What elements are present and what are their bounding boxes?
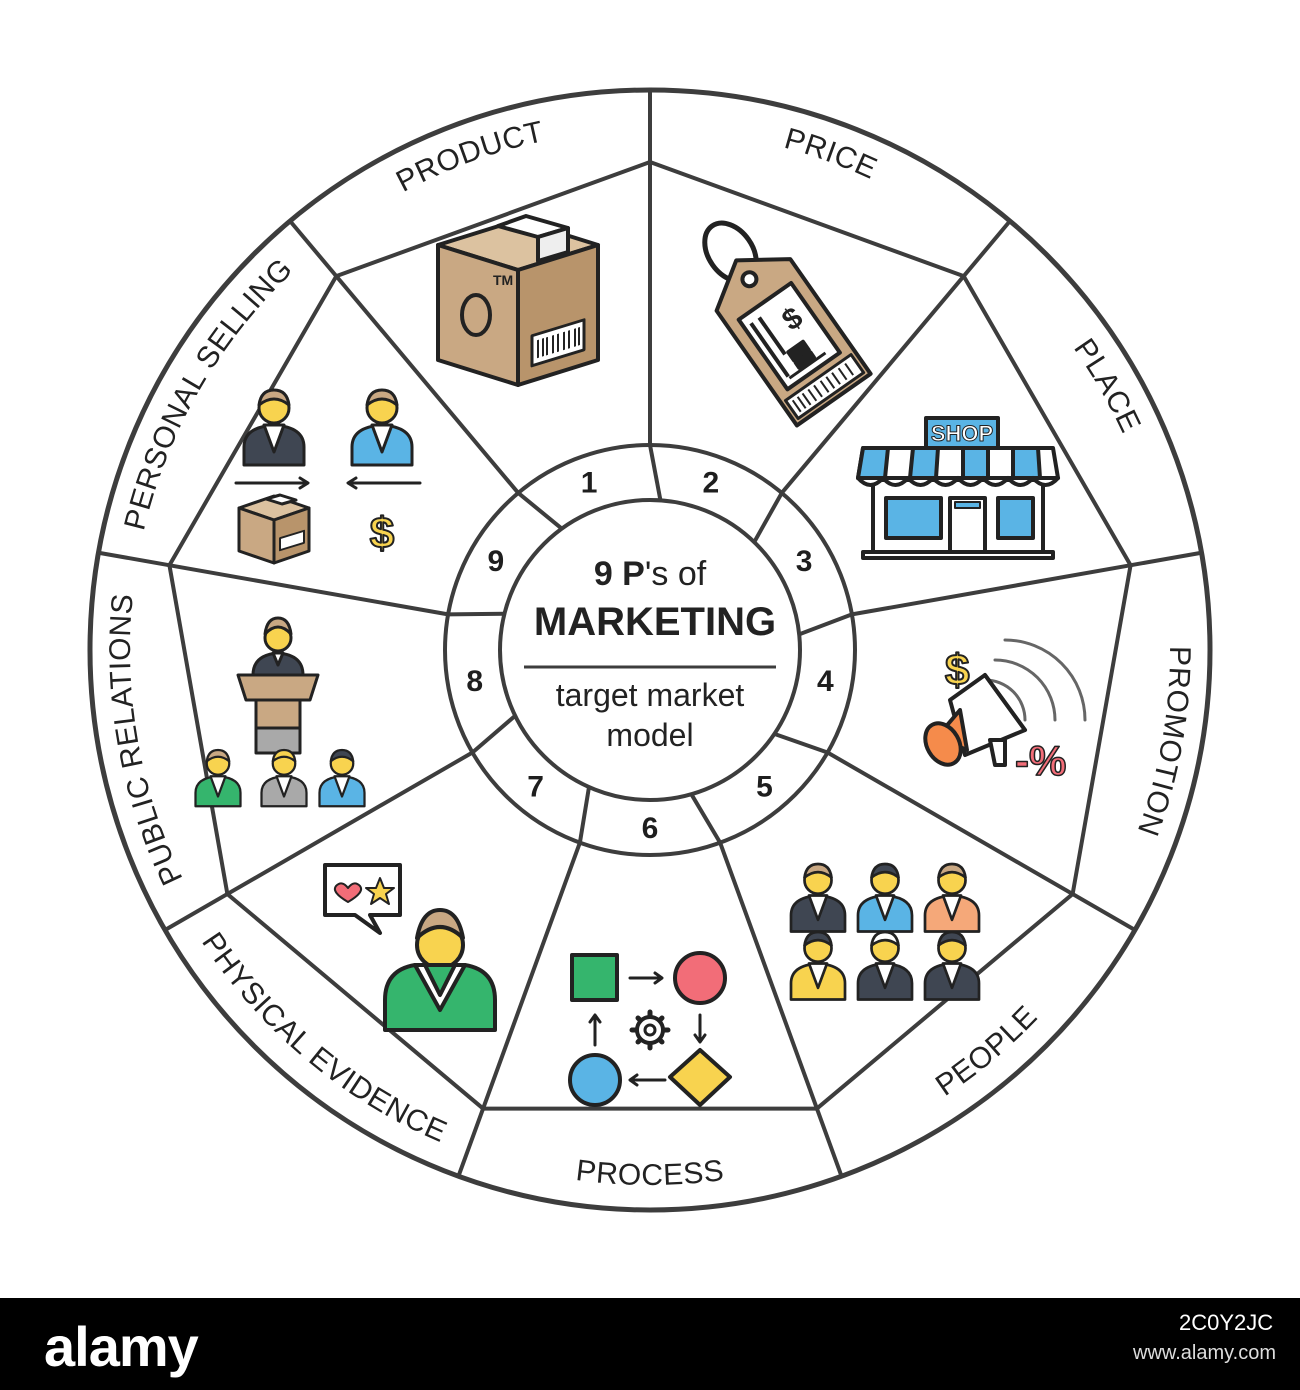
- number-divider: [471, 714, 517, 755]
- segment-dividers: [98, 90, 1202, 1177]
- number-ring-dividers: [448, 444, 853, 844]
- center-subtitle-line1: target market: [556, 677, 745, 713]
- number-divider: [648, 444, 663, 501]
- segment-divider: [288, 219, 520, 495]
- segment-number-6: 6: [642, 812, 659, 845]
- megaphone-icon: $ -%: [923, 638, 1087, 785]
- center-circle: [498, 498, 802, 802]
- segment-divider: [826, 750, 1136, 932]
- number-divider: [798, 612, 853, 637]
- segment-number-5: 5: [756, 770, 773, 803]
- center-subtitle-line2: model: [606, 717, 693, 753]
- discount-text: -%: [1015, 737, 1066, 784]
- label-band-edge: [167, 159, 1133, 1111]
- segment-label-process: PROCESS: [574, 1154, 726, 1192]
- person-figure: [260, 748, 308, 808]
- center-title-bold: 9 P: [594, 555, 645, 593]
- segment-divider: [780, 219, 1012, 495]
- segment-divider: [98, 550, 449, 617]
- segment-number-3: 3: [796, 545, 813, 578]
- selling-dollar-text: $: [370, 509, 394, 558]
- segment-number-8: 8: [466, 665, 483, 698]
- trademark-text: TM: [493, 272, 513, 288]
- number-divider: [577, 786, 591, 843]
- segment-label-people: PEOPLE: [930, 999, 1044, 1102]
- segment-number-4: 4: [817, 665, 834, 698]
- footer-bar: alamy 2C0Y2JC www.alamy.com: [0, 1298, 1300, 1390]
- segment-divider: [456, 841, 582, 1177]
- alamy-logo[interactable]: alamy: [44, 1315, 199, 1378]
- number-divider: [516, 491, 564, 531]
- price-tag-icon: $: [702, 220, 873, 428]
- box-icon: TM: [436, 214, 600, 387]
- number-divider: [773, 731, 829, 755]
- center-title-rest: 's of: [645, 555, 707, 593]
- person-figure: [318, 748, 366, 808]
- segment-number-7: 7: [527, 770, 544, 803]
- speaker-audience-icon: [194, 616, 366, 808]
- segment-label-physical-evidence: PHYSICAL EVIDENCE: [195, 927, 451, 1149]
- number-divider: [689, 793, 722, 844]
- footer-info: 2C0Y2JC www.alamy.com: [1133, 1310, 1276, 1365]
- number-divider: [752, 491, 784, 544]
- segment-divider: [718, 841, 844, 1177]
- person-figure: [856, 930, 914, 1001]
- image-id: 2C0Y2JC: [1179, 1310, 1274, 1335]
- person-figure: [856, 862, 914, 933]
- segment-label-place: PLACE: [1067, 333, 1147, 438]
- segment-number-9: 9: [488, 545, 505, 578]
- segment-label-public-relations: PUBLIC RELATIONS: [104, 592, 189, 890]
- person-figure: [350, 388, 414, 467]
- process-flow-icon: [568, 951, 732, 1107]
- review-person-icon: [323, 863, 497, 1032]
- person-figure: [242, 388, 306, 467]
- person-figure: [194, 748, 242, 808]
- person-figure: [789, 862, 847, 933]
- footer-url[interactable]: www.alamy.com: [1133, 1342, 1276, 1364]
- number-divider: [448, 611, 505, 617]
- person-figure: [923, 930, 981, 1001]
- segment-number-2: 2: [703, 467, 720, 500]
- person-figure: [789, 930, 847, 1001]
- segment-label-product: PRODUCT: [391, 115, 547, 198]
- shop-icon: SHOP: [856, 416, 1060, 560]
- label-band-polygon: [167, 159, 1133, 1111]
- person-figure: [923, 862, 981, 933]
- segment-number-1: 1: [581, 467, 598, 500]
- center-title-marketing: MARKETING: [534, 600, 776, 644]
- center-title-line1: 9 P's of: [594, 555, 707, 593]
- segment-divider: [164, 750, 474, 932]
- people-group-icon: [789, 862, 981, 1001]
- shop-sign-text: SHOP: [931, 421, 993, 446]
- segment-divider: [851, 550, 1202, 617]
- salesperson-exchange-icon: $: [234, 388, 422, 565]
